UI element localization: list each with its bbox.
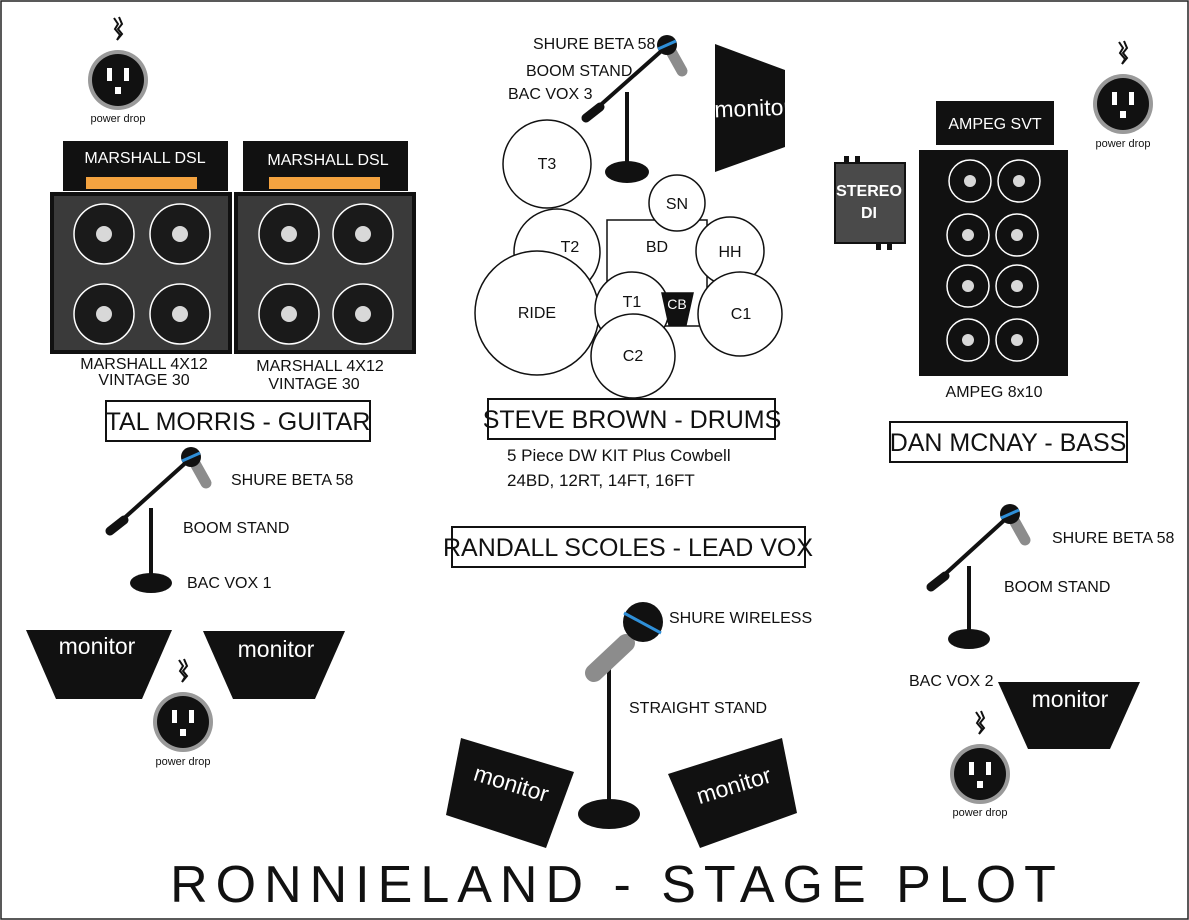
power-outlet-icon <box>152 658 214 753</box>
guitar-player-name: TAL MORRIS - GUITAR <box>106 408 371 436</box>
marshall-cab-2-model: MARSHALL 4X12 <box>256 358 384 375</box>
power-outlet-icon <box>1092 40 1154 135</box>
power-drop-guitar-bottom: power drop <box>152 658 214 768</box>
drum-mic-channel: BAC VOX 3 <box>508 86 593 103</box>
bass-mic-stand: BOOM STAND <box>1004 579 1110 596</box>
drum-label-sn: SN <box>666 196 688 213</box>
power-drop-label: power drop <box>952 807 1007 819</box>
monitor-label: monitor <box>59 633 136 659</box>
marshall-cab-1-model: MARSHALL 4X12 <box>80 356 208 373</box>
stereo-di-label-1: STEREO <box>836 183 902 200</box>
power-drop-label: power drop <box>90 113 145 125</box>
power-drop-label: power drop <box>155 756 210 768</box>
marshall-head-1: MARSHALL DSL <box>63 141 228 191</box>
guitar-mic-stand: BOOM STAND <box>183 520 289 537</box>
drum-label-cb: CB <box>667 296 686 312</box>
bass-mic-model: SHURE BETA 58 <box>1052 530 1175 547</box>
monitor-lead-right: monitor <box>668 738 797 848</box>
drum-kit <box>474 119 783 399</box>
marshall-cab-2: MARSHALL 4X12 VINTAGE 30 <box>234 192 416 393</box>
stereo-di: STEREO DI <box>834 156 906 250</box>
drum-c1 <box>697 271 783 357</box>
marshall-head-2: MARSHALL DSL <box>243 141 408 191</box>
drum-label-c2: C2 <box>623 348 644 365</box>
mic-stand-guitar: SHURE BETA 58 BOOM STAND BAC VOX 1 <box>105 447 354 593</box>
bass-head-label: AMPEG SVT <box>948 116 1042 133</box>
marshall-cab-1: MARSHALL 4X12 VINTAGE 30 <box>50 192 232 389</box>
mic-stand-lead: SHURE WIRELESS STRAIGHT STAND <box>578 602 812 829</box>
monitor-label: monitor <box>714 94 792 123</box>
monitor-drums: monitor <box>714 44 792 172</box>
drum-label-bd: BD <box>646 239 668 256</box>
marshall-cab-2-speakers: VINTAGE 30 <box>268 376 359 393</box>
head-stripe <box>269 177 380 189</box>
power-outlet-icon <box>949 710 1011 805</box>
drum-label-hh: HH <box>718 244 741 261</box>
drum-label-ride: RIDE <box>518 305 556 322</box>
drum-cb <box>661 292 694 326</box>
drum-kit-sizes: 24BD, 12RT, 14FT, 16FT <box>507 471 695 490</box>
stereo-di-label-2: DI <box>861 205 877 222</box>
marshall-head-2-label: MARSHALL DSL <box>267 152 388 169</box>
guitar-mic-channel: BAC VOX 1 <box>187 575 272 592</box>
mic-stand-drums: SHURE BETA 58 BOOM STAND BAC VOX 3 <box>508 35 682 183</box>
monitor-guitar-right: monitor <box>203 631 345 699</box>
page-title: RONNIELAND - STAGE PLOT <box>170 856 1064 914</box>
monitor-bass: monitor <box>998 682 1140 749</box>
power-outlet-icon <box>87 16 149 111</box>
player-label-bass: DAN MCNAY - BASS <box>889 421 1128 463</box>
monitor-lead-left: monitor <box>446 738 574 848</box>
mic-stand-bass: SHURE BETA 58 BOOM STAND BAC VOX 2 <box>909 504 1175 690</box>
monitor-label: monitor <box>1032 686 1109 712</box>
drum-t3 <box>502 119 592 209</box>
drum-label-t1: T1 <box>623 294 642 311</box>
drum-sn <box>648 174 706 232</box>
power-drop-bass-top: power drop <box>1092 40 1154 150</box>
lead-mic-model: SHURE WIRELESS <box>669 610 812 627</box>
drum-mic-stand: BOOM STAND <box>526 63 632 80</box>
drum-kit-description: 5 Piece DW KIT Plus Cowbell <box>507 446 731 465</box>
bass-cab: AMPEG 8x10 <box>919 150 1068 401</box>
marshall-head-1-label: MARSHALL DSL <box>84 150 205 167</box>
lead-vox-player-name: RANDALL SCOLES - LEAD VOX <box>443 534 813 562</box>
drum-label-t2: T2 <box>561 239 580 256</box>
drum-kit-labels: T3 T2 BD SN HH RIDE T1 C2 C1 CB <box>518 156 751 365</box>
drums-player-name: STEVE BROWN - DRUMS <box>483 406 782 434</box>
head-stripe <box>86 177 197 189</box>
marshall-cab-1-speakers: VINTAGE 30 <box>98 372 189 389</box>
player-label-drums: STEVE BROWN - DRUMS <box>483 398 782 440</box>
power-drop-bass-bottom: power drop <box>949 710 1011 819</box>
bass-head: AMPEG SVT <box>936 101 1054 145</box>
power-drop-guitar-top: power drop <box>87 16 149 125</box>
player-label-lead-vox: RANDALL SCOLES - LEAD VOX <box>443 526 813 568</box>
bass-cab-label: AMPEG 8x10 <box>946 384 1043 401</box>
monitor-guitar-left: monitor <box>26 630 172 699</box>
player-label-guitar: TAL MORRIS - GUITAR <box>105 400 371 442</box>
bass-player-name: DAN MCNAY - BASS <box>890 429 1127 457</box>
drum-label-c1: C1 <box>731 306 752 323</box>
power-drop-label: power drop <box>1095 138 1150 150</box>
guitar-mic-model: SHURE BETA 58 <box>231 472 354 489</box>
drum-mic-model: SHURE BETA 58 <box>533 36 656 53</box>
monitor-label: monitor <box>238 636 315 662</box>
bass-mic-channel: BAC VOX 2 <box>909 673 994 690</box>
drum-label-t3: T3 <box>538 156 557 173</box>
lead-mic-stand: STRAIGHT STAND <box>629 700 767 717</box>
